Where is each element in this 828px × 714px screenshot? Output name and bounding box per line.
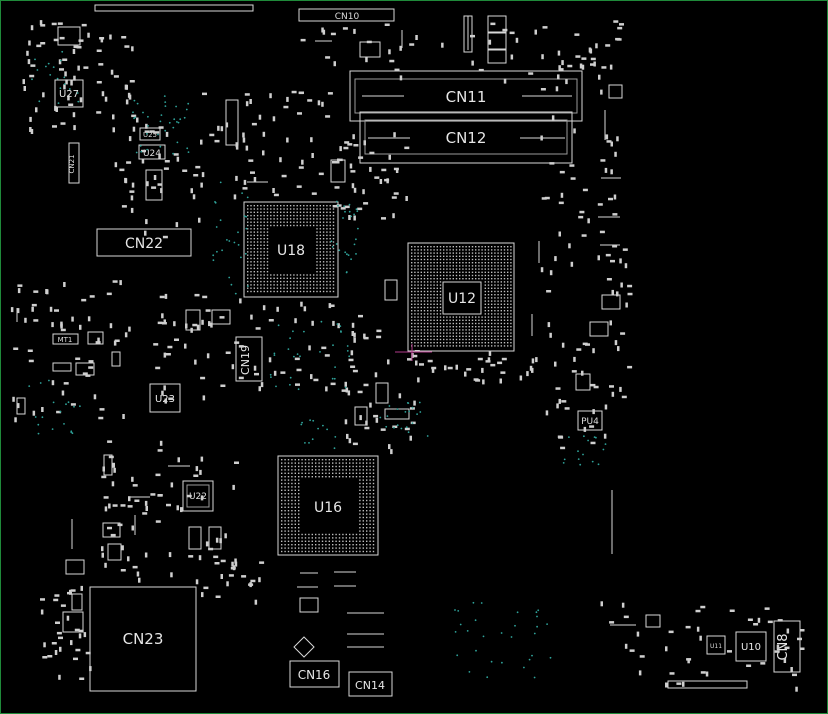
small-part-q17[interactable] — [208, 526, 222, 550]
small-part-right-b[interactable] — [589, 321, 609, 337]
cn11-connector[interactable]: CN11 — [349, 70, 583, 122]
crosshair-cursor-icon — [395, 344, 432, 361]
mt1-label: MT1 — [58, 336, 73, 344]
cn8-connector[interactable]: CN8 — [773, 620, 801, 673]
small-part-right-c[interactable] — [601, 294, 621, 310]
u27-label: U27 — [59, 89, 79, 100]
small-ic-left-a[interactable] — [102, 522, 121, 538]
pu4-label: PU4 — [581, 417, 599, 427]
pu4-chip[interactable]: PU4 — [577, 410, 603, 431]
cn14-label: CN14 — [355, 679, 385, 692]
cn10-label: CN10 — [335, 12, 360, 22]
cn23-label: CN23 — [123, 630, 164, 648]
cn19-connector[interactable]: CN19 — [235, 336, 263, 382]
cn14-connector[interactable]: CN14 — [348, 671, 393, 697]
small-ic-left-c[interactable] — [65, 559, 85, 575]
u22-label: U22 — [189, 492, 207, 502]
vias — [28, 50, 607, 679]
small-ic-left-b[interactable] — [107, 543, 122, 561]
u16-chip[interactable]: U16 — [277, 455, 379, 556]
cn8-label: CN8 — [776, 633, 791, 660]
u27-chip[interactable]: U27 — [54, 79, 84, 108]
diamond-test-point[interactable] — [293, 636, 315, 658]
cn12-connector[interactable]: CN12 — [359, 111, 573, 164]
u18-label: U18 — [277, 243, 305, 259]
small-ic-cn23-side[interactable] — [62, 611, 84, 633]
misc-traces — [16, 16, 636, 648]
cn23-connector[interactable]: CN23 — [89, 586, 197, 692]
cn11-label: CN11 — [446, 88, 487, 106]
cn16-label: CN16 — [298, 668, 331, 682]
u12-label: U12 — [448, 291, 476, 307]
cn16-connector[interactable]: CN16 — [289, 660, 340, 688]
small-ic-top-left[interactable] — [57, 26, 81, 46]
cn21-label: CN21 — [68, 154, 76, 173]
u11-chip[interactable]: U11 — [706, 635, 726, 655]
u11-label: U11 — [710, 643, 722, 650]
cn22-label: CN22 — [125, 236, 163, 252]
small-part-b[interactable] — [75, 362, 95, 376]
cn21-connector[interactable]: CN21 — [68, 142, 80, 184]
u10-chip[interactable]: U10 — [735, 631, 767, 662]
u24-label: U24 — [143, 149, 161, 159]
mt1-component[interactable]: MT1 — [52, 333, 79, 345]
top-right-component-stack[interactable] — [359, 15, 507, 64]
smd-pads — [10, 20, 805, 692]
u10-label: U10 — [741, 642, 761, 653]
small-part-right-a[interactable] — [575, 373, 591, 391]
u18-chip[interactable]: U18 — [243, 201, 339, 298]
small-connector-mid[interactable] — [384, 408, 410, 420]
u16-label: U16 — [314, 500, 342, 516]
small-part-u15[interactable] — [354, 406, 368, 426]
u24-chip[interactable]: U24 — [138, 144, 166, 160]
small-part-q18[interactable] — [188, 526, 202, 550]
small-part-u13[interactable] — [375, 382, 389, 404]
u25-chip[interactable]: U25 — [139, 127, 161, 141]
small-part-a[interactable] — [52, 362, 72, 372]
scattered-components[interactable] — [16, 99, 661, 628]
small-part-right-d[interactable] — [608, 84, 623, 99]
small-part-near-mt1[interactable] — [87, 331, 104, 345]
top-edge-connector[interactable] — [94, 4, 254, 12]
u25-label: U25 — [143, 131, 157, 139]
cn10-connector[interactable] — [298, 8, 395, 22]
cn22-connector[interactable]: CN22 — [96, 228, 192, 257]
cn19-label: CN19 — [239, 345, 252, 375]
u12-chip[interactable]: U12 — [407, 242, 515, 352]
cn12-label: CN12 — [446, 129, 487, 147]
bottom-right-connector[interactable] — [667, 680, 748, 689]
